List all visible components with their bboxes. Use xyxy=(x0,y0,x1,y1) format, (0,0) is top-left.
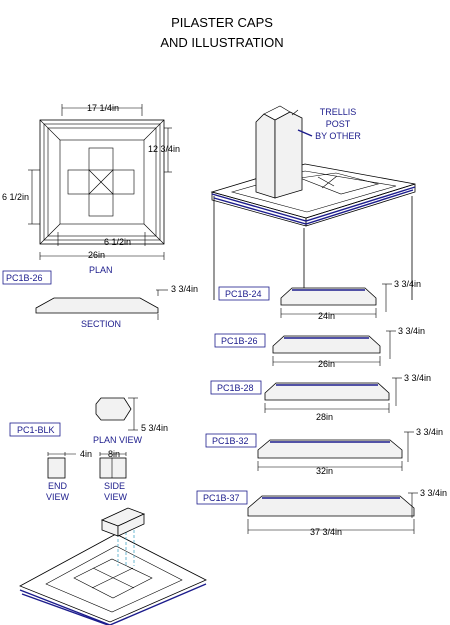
cap-height: 3 3/4in xyxy=(398,326,425,336)
block-plan-height: 5 3/4in xyxy=(141,423,168,433)
cap-tag: PC1B-37 xyxy=(203,493,240,503)
plan-width-dimension: 26in xyxy=(88,250,105,260)
cap-pc1b-28 xyxy=(210,377,402,413)
block-views xyxy=(9,397,138,479)
cap-width: 32in xyxy=(316,466,333,476)
block-end-label-1: END xyxy=(48,481,68,491)
block-tag: PC1-BLK xyxy=(17,425,55,435)
cap-pc1b-24 xyxy=(218,283,392,318)
cap-pc1b-37 xyxy=(196,490,418,534)
block-end-dimension: 4in xyxy=(80,449,92,459)
plan-view xyxy=(28,104,172,260)
cap-width: 28in xyxy=(316,412,333,422)
plan-top-dimension: 17 1/4in xyxy=(87,103,119,113)
cap-tag: PC1B-26 xyxy=(221,336,258,346)
section-tag: PC1B-26 xyxy=(6,273,43,283)
trellis-label-1: TRELLIS xyxy=(320,107,357,117)
block-plan-label: PLAN VIEW xyxy=(93,435,143,445)
cap-pc1b-26 xyxy=(214,330,396,366)
cap-height: 3 3/4in xyxy=(416,427,443,437)
block-end-label-2: VIEW xyxy=(46,492,70,502)
trellis-label-3: BY OTHER xyxy=(315,131,361,141)
plan-left-dimension: 6 1/2in xyxy=(2,192,29,202)
cap-tag: PC1B-28 xyxy=(217,383,254,393)
cap-tag: PC1B-32 xyxy=(212,436,249,446)
block-on-cap-illustration xyxy=(19,507,207,625)
cap-height: 3 3/4in xyxy=(420,488,447,498)
cap-tag: PC1B-24 xyxy=(225,289,262,299)
cap-height: 3 3/4in xyxy=(404,373,431,383)
block-side-dimension: 8in xyxy=(108,449,120,459)
block-side-label-2: VIEW xyxy=(104,492,128,502)
section-view xyxy=(2,270,168,320)
cap-width: 37 3/4in xyxy=(310,527,342,537)
section-label: SECTION xyxy=(81,319,121,329)
plan-label: PLAN xyxy=(89,265,113,275)
cap-pc1b-32 xyxy=(205,431,414,471)
section-height: 3 3/4in xyxy=(171,284,198,294)
cap-width: 26in xyxy=(318,359,335,369)
cap-width: 24in xyxy=(318,311,335,321)
block-side-label-1: SIDE xyxy=(104,481,125,491)
cap-height: 3 3/4in xyxy=(394,279,421,289)
trellis-label-2: POST xyxy=(326,119,351,129)
title-line-2: AND ILLUSTRATION xyxy=(160,35,283,50)
title-line-1: PILASTER CAPS xyxy=(171,15,273,30)
plan-inner-dimension: 6 1/2in xyxy=(104,237,131,247)
isometric-illustration xyxy=(210,105,416,300)
plan-right-dimension: 12 3/4in xyxy=(148,144,180,154)
